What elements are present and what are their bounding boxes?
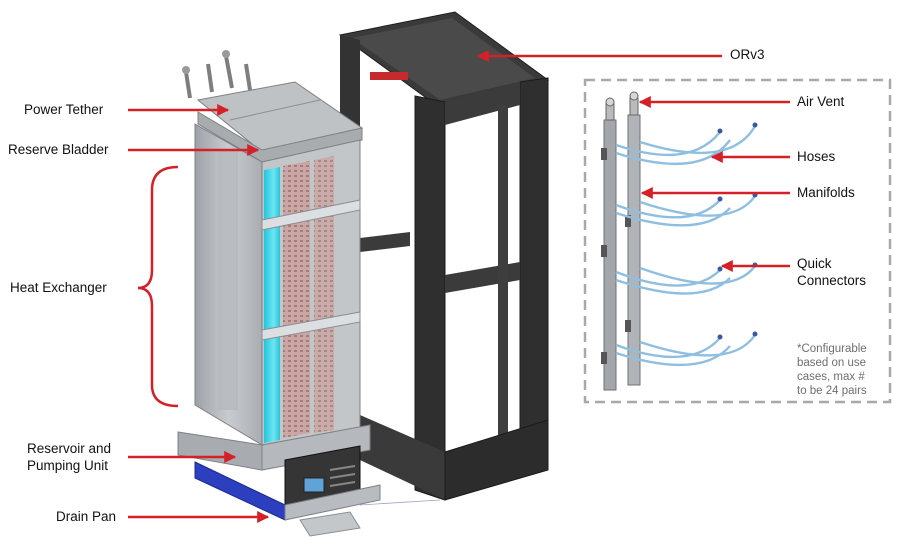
label-orv3: ORv3 (730, 47, 765, 62)
label-drain-pan: Drain Pan (56, 509, 117, 524)
label-reservoir-line1: Reservoir and (27, 441, 112, 456)
air-vent (605, 91, 639, 121)
orv3-rack (338, 11, 550, 506)
label-heat-exchanger: Heat Exchanger (10, 280, 107, 295)
heat-exchanger-brace (137, 165, 179, 408)
callout-arrows (128, 50, 790, 523)
label-quick-connectors-line1: Quick (797, 256, 832, 271)
label-power-tether: Power Tether (24, 102, 104, 117)
label-quick-connectors-line2: Connectors (797, 273, 867, 288)
label-air-vent: Air Vent (797, 94, 845, 109)
hoses (615, 125, 757, 367)
label-manifolds: Manifolds (797, 185, 855, 200)
heat-exchanger-unit (177, 50, 381, 537)
label-hoses: Hoses (797, 149, 836, 164)
manifolds (601, 114, 641, 391)
label-reserve-bladder: Reserve Bladder (8, 142, 109, 157)
note-line2: based on use (797, 357, 867, 369)
note-line4: to be 24 pairs (797, 385, 867, 397)
note-line1: *Configurable (797, 343, 867, 355)
configurable-note: *Configurable based on use cases, max # … (797, 342, 895, 398)
detail-box (583, 78, 892, 404)
label-reservoir-line2: Pumping Unit (27, 458, 109, 473)
note-line3: cases, max # (797, 371, 865, 383)
quick-connectors (717, 122, 758, 340)
